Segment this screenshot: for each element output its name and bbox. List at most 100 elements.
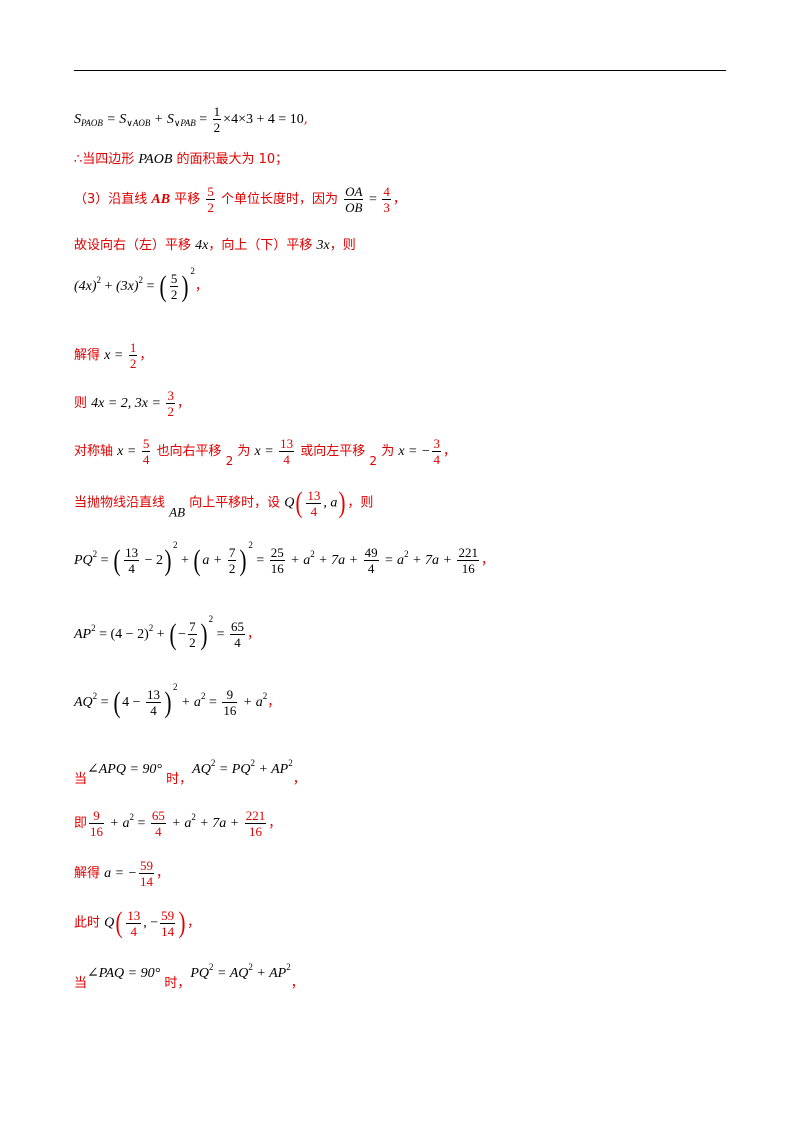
header-rule [74,70,726,71]
math-text: , a [323,495,338,511]
punctuation: ， [392,192,406,207]
right-paren: ) [178,906,186,939]
superscript: 2 [91,623,96,633]
math-var: Q [104,915,115,931]
text: 也向右平移 [152,444,226,459]
left-paren: ( [159,269,167,303]
text: 的面积最大为 10； [172,152,289,167]
math-text: = [133,816,149,831]
text: 时， [160,976,191,991]
right-paren: ) [164,543,172,577]
math-text: + a [177,695,201,710]
text: 时， [162,772,193,787]
superscript: 2 [209,962,214,972]
superscript: 2 [96,275,102,285]
math-text: + [153,627,169,642]
math-text: − [178,627,187,642]
math-var: AB [151,192,171,207]
superscript: 2 [129,812,134,822]
right-paren: ) [200,617,208,651]
math-text: + S [150,112,174,127]
left-paren: ( [115,906,123,939]
subscript: ∨AOB [126,118,151,128]
text: 为 [377,444,399,459]
right-paren: ) [239,543,247,577]
punctuation: ， [292,772,306,787]
punctuation: ， [176,396,190,411]
left-paren: ( [113,543,121,577]
math-text: , − [143,915,159,931]
math-text: − 2 [141,553,163,568]
superscript: 2 [148,623,154,633]
left-paren: ( [169,617,177,651]
math-text: + a [167,816,192,831]
math-text: AP [74,627,92,642]
math-text: PQ [74,553,93,568]
superscript: 2 [210,758,216,768]
math-text: + 7a + [195,816,243,831]
math-text: + a [239,695,263,710]
math-text: = S [102,112,127,127]
superscript: 2 [172,682,178,692]
text: 此时 [74,915,105,931]
math-text: + 7a + [408,553,456,568]
punctuation: ， [194,279,208,294]
superscript: 2 [310,549,315,559]
text: 2 [225,454,234,468]
math-text: = [95,627,111,642]
text: 当抛物线沿直线 [74,495,170,511]
math-text: = AQ [213,966,249,981]
math-text: x = [104,348,127,363]
text: 当 [74,976,88,991]
text: 对称轴 [74,444,118,459]
math-text: ∠PAQ = 90° [87,966,161,981]
math-text: (3x) [115,279,139,294]
superscript: 2 [404,549,409,559]
math-var: 4x [195,238,209,253]
text: ，向上（下）平移 [208,238,317,253]
left-paren: ( [113,685,121,719]
subscript: ∨PAB [173,118,196,128]
text: 当 [74,772,88,787]
punctuation: ， [139,348,153,363]
superscript: 2 [250,758,255,768]
text: 个单位长度时，因为 [216,192,343,207]
math-text: = [195,112,211,127]
punctuation: ， [268,816,282,831]
math-text: = a [380,553,405,568]
math-text: + a [286,553,311,568]
math-text: = [143,279,158,294]
math-text: (4 − 2) [110,627,149,642]
superscript: 2 [172,540,178,550]
math-text: = PQ [215,762,251,777]
math-text: a = − [104,866,138,881]
math-text: x = [254,444,278,459]
superscript: 2 [191,812,196,822]
superscript: 2 [262,691,268,701]
superscript: 2 [286,962,291,972]
math-text: PQ [190,966,210,981]
math-text: AQ [192,762,211,777]
